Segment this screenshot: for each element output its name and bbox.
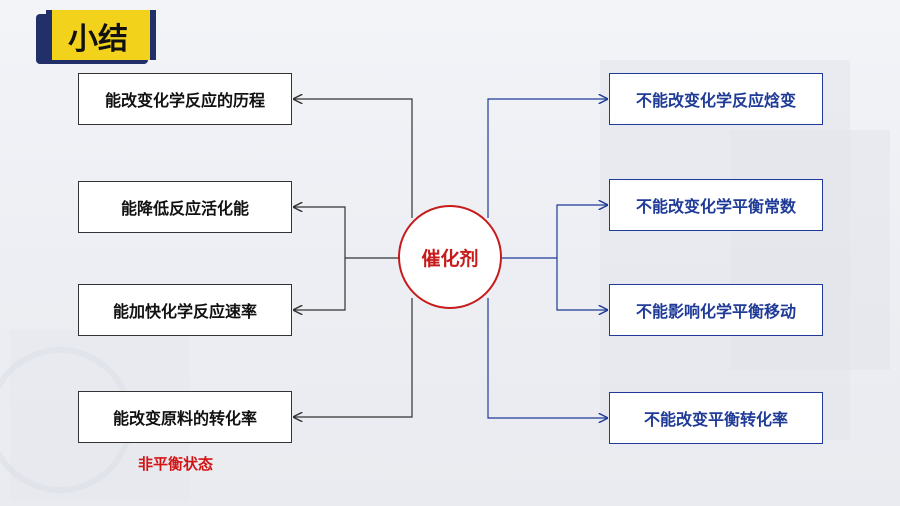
right-connector-1 <box>487 99 607 218</box>
left-note: 非平衡状态 <box>138 455 214 473</box>
left-box-4: 能改变原料的转化率 <box>78 391 292 443</box>
left-connector-4 <box>294 298 413 417</box>
right-box-2: 不能改变化学平衡常数 <box>609 179 823 231</box>
right-box-3: 不能影响化学平衡移动 <box>609 284 823 336</box>
right-box-4: 不能改变平衡转化率 <box>609 392 823 444</box>
left-connector-3 <box>294 258 346 310</box>
left-box-1: 能改变化学反应的历程 <box>78 73 292 125</box>
left-connector-2 <box>294 207 346 258</box>
center-node-catalyst: 催化剂 <box>398 205 502 309</box>
left-box-3: 能加快化学反应速率 <box>78 284 292 336</box>
right-connector-3 <box>556 258 607 310</box>
right-connector-2 <box>556 205 607 258</box>
page-title: 小结 <box>68 22 128 57</box>
title-banner <box>36 10 156 64</box>
right-connector-4 <box>487 298 607 418</box>
right-box-1: 不能改变化学反应焓变 <box>609 73 823 125</box>
left-connector-1 <box>294 99 413 218</box>
left-box-2: 能降低反应活化能 <box>78 181 292 233</box>
